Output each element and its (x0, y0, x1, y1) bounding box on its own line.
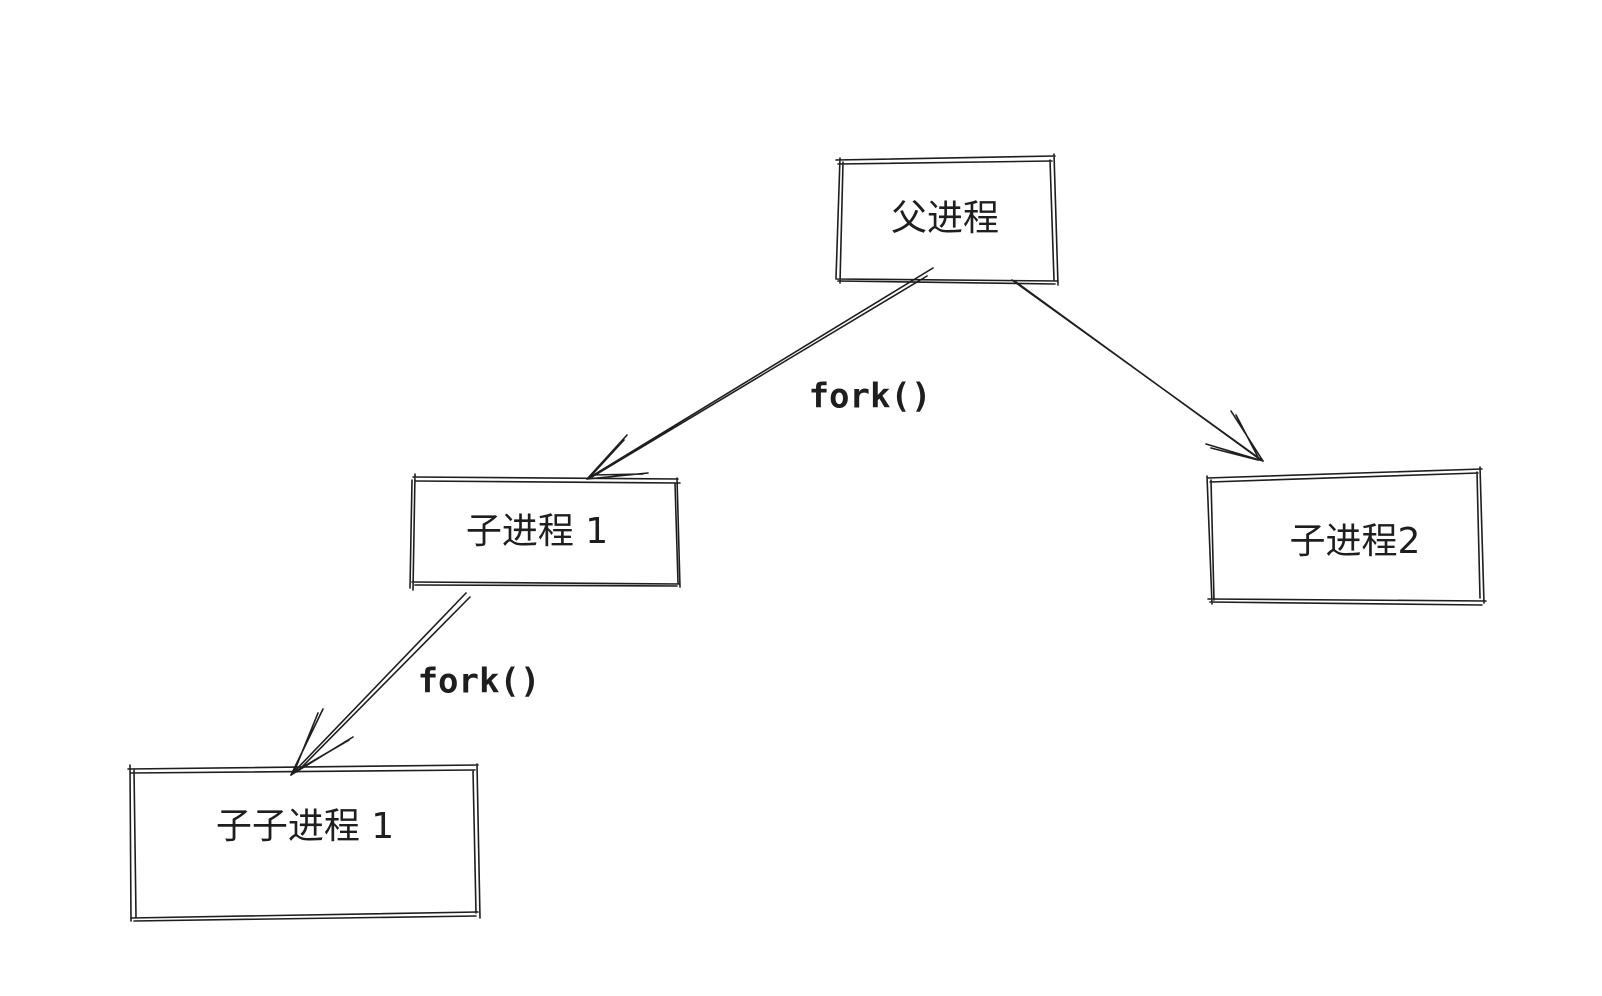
node-child1-label: 子进程 1 (466, 511, 608, 552)
edge-child1-grandchild1-arrowhead (290, 708, 354, 776)
edge-child1-to-grandchild1 (290, 592, 471, 776)
node-parent-process: 父进程 (835, 153, 1059, 286)
node-child-process-2: 子进程2 (1206, 466, 1487, 606)
node-child2-border (1206, 466, 1487, 606)
node-child2-label: 子进程2 (1290, 521, 1421, 562)
edge-parent-child2-line (1011, 279, 1264, 462)
edge-child1-grandchild1-line (290, 592, 471, 776)
edge-parent-child2-arrowhead (1205, 410, 1264, 462)
node-child-process-1: 子进程 1 (409, 473, 681, 591)
edge-child1-grandchild1-label: fork() (418, 662, 541, 702)
edge-parent-child1-line (586, 267, 934, 480)
node-parent-label: 父进程 (891, 198, 999, 239)
node-grandchild-process-1: 子子进程 1 (127, 763, 481, 922)
node-grandchild1-label: 子子进程 1 (216, 806, 394, 847)
edge-parent-to-child1 (586, 267, 934, 480)
node-child1-border (409, 473, 681, 591)
edge-parent-to-child2 (1011, 279, 1264, 462)
edge-parent-child1-arrowhead (586, 434, 649, 480)
edge-parent-child1-label: fork() (809, 377, 932, 417)
node-parent-border (835, 153, 1059, 286)
